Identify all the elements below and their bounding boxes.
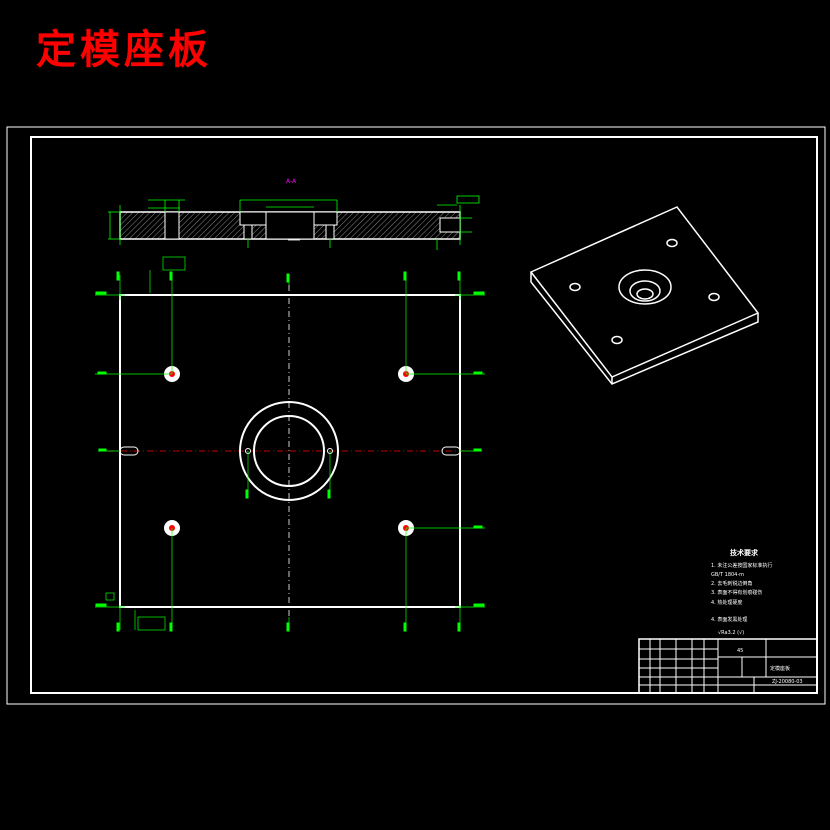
outer-frame	[6, 126, 826, 705]
iso-boss-outer	[618, 269, 672, 305]
plan-dimensions	[95, 256, 485, 631]
iso-hole-2	[666, 238, 678, 248]
section-view: A-A	[108, 178, 480, 250]
iso-boss-inner	[629, 280, 661, 302]
tech-req-line-3: 2. 去毛刺锐边倒角	[711, 580, 752, 587]
iso-hole-3	[708, 292, 720, 302]
iso-top-face	[529, 206, 760, 378]
plan-view	[95, 256, 485, 632]
tech-req-line-6: 4. 表面发黑处理	[711, 616, 747, 623]
section-hole-left	[164, 211, 180, 240]
section-bore	[265, 211, 315, 240]
tech-req-line-5: 4. 热处理硬度	[711, 599, 742, 606]
section-hole-mid-left	[243, 224, 253, 240]
plan-dim-labels	[95, 271, 485, 632]
isometric-view	[529, 206, 760, 385]
central-boss-outer	[239, 401, 339, 501]
section-label: A-A	[286, 178, 297, 185]
iso-hole-1	[569, 282, 581, 292]
iso-hole-4	[611, 335, 623, 345]
inner-frame	[30, 136, 818, 694]
central-bore	[253, 415, 325, 487]
tech-req-line-2: GB/T 1804-m	[711, 572, 744, 578]
section-slot-right	[439, 217, 461, 233]
section-hole-mid-right	[325, 224, 335, 240]
title-block-part-name: 定模座板	[770, 665, 790, 672]
title-block-drawing-no: ZJ-20080-03	[772, 679, 803, 685]
tech-req-line-1: 1. 未注公差按国家标准执行	[711, 562, 772, 569]
roughness-symbol: √Ra3.2 (√)	[718, 630, 744, 636]
title-block	[638, 638, 818, 694]
tech-req-heading: 技术要求	[730, 548, 759, 557]
drawing-title: 定模座板	[36, 26, 212, 73]
tech-req-line-4: 3. 表面不得有划痕碰伤	[711, 589, 762, 596]
tech-requirements: 技术要求 1. 未注公差按国家标准执行 GB/T 1804-m 2. 去毛刺锐边…	[711, 548, 772, 636]
title-block-material: 45	[737, 648, 743, 654]
